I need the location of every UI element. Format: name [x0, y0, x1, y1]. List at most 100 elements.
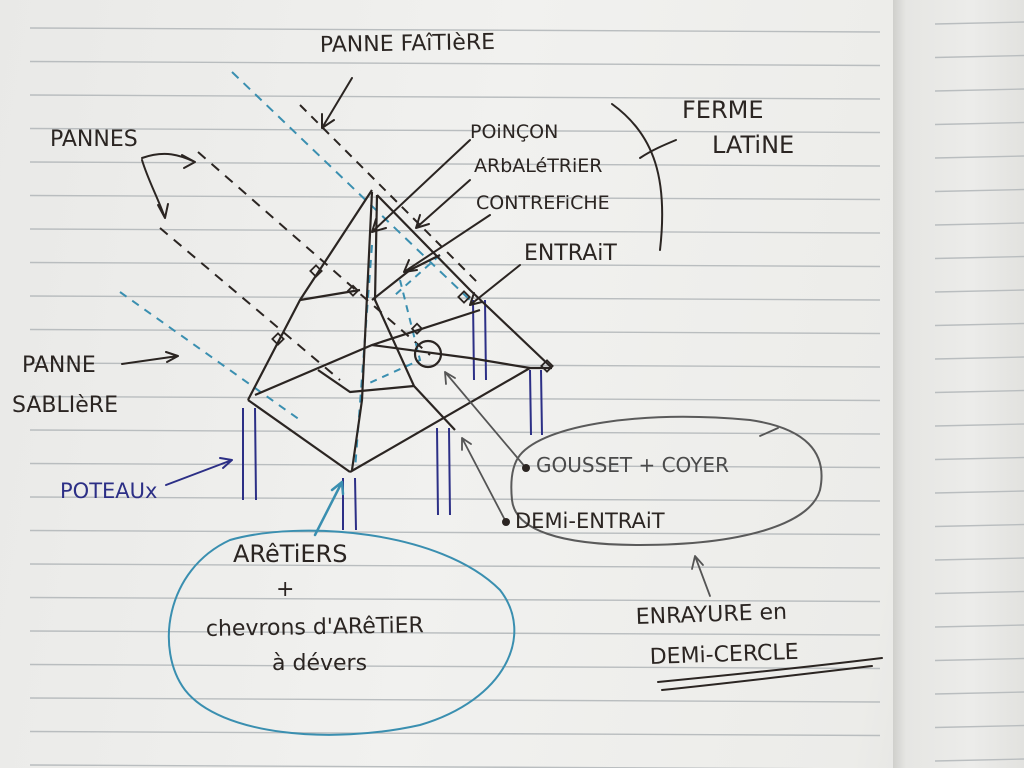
collar-tie — [299, 288, 361, 302]
ruled-line-right — [934, 222, 1024, 226]
post-left — [242, 407, 257, 501]
post-front — [342, 477, 357, 531]
king-post — [350, 191, 374, 471]
post-mid — [436, 427, 451, 516]
ruled-line — [29, 395, 881, 402]
ruled-line-right — [934, 724, 1024, 729]
label-latine: LATiNE — [712, 131, 794, 159]
label-aretiers-plus: + — [276, 577, 294, 602]
arrow-pannes-2 — [141, 159, 169, 219]
ruled-line-right — [934, 21, 1024, 25]
ruled-line — [29, 429, 881, 435]
arrow-contrefiche — [403, 214, 491, 273]
ruled-line-right — [934, 188, 1024, 193]
arrow-poincon — [371, 139, 471, 233]
ruled-line — [29, 328, 881, 335]
label-contrefiche: CONTREFiCHE — [476, 192, 610, 214]
ruled-line — [29, 764, 817, 768]
ruled-line-right — [934, 758, 1024, 762]
ruled-line — [29, 362, 881, 368]
bubble-aretiers — [167, 529, 516, 736]
ruled-line — [29, 27, 881, 33]
ruled-line — [29, 228, 881, 234]
notebook-gutter — [893, 0, 1024, 768]
label-panne-sabliere-2: SABLIèRE — [12, 393, 118, 418]
bubble-tail — [759, 427, 779, 437]
ruled-line-right — [934, 88, 1024, 92]
leader-arrows — [121, 77, 677, 365]
arrow-pannes-1 — [141, 152, 196, 169]
ruled-line — [29, 730, 881, 737]
dot-demi-entrait — [502, 518, 510, 526]
ruled-line-right — [934, 255, 1024, 260]
half-tie-beam — [371, 343, 531, 370]
leader-gousset — [444, 371, 527, 469]
leader-demi-entrait — [461, 437, 507, 523]
post-right — [529, 369, 543, 436]
ruled-line — [29, 194, 881, 201]
wall-plate-front-right — [349, 366, 552, 473]
arrow-poteaux — [165, 457, 233, 486]
label-poteaux: POTEAUx — [60, 479, 157, 503]
label-aretiers: ARêTiERS — [233, 540, 347, 568]
arrow-panne-sabliere — [121, 351, 179, 365]
ruled-line-right — [934, 322, 1024, 327]
label-pannes: PANNES — [50, 127, 138, 152]
ferme-bracket — [611, 103, 664, 251]
arrow-enrayure — [691, 555, 711, 597]
ruled-line-right — [934, 691, 1024, 695]
label-demi-entrait: DEMi-ENTRAiT — [515, 509, 665, 533]
ruled-line — [29, 529, 881, 536]
ruled-line — [29, 295, 881, 301]
ruled-line-right — [934, 456, 1024, 461]
ridge-purlin-line — [231, 71, 471, 301]
purlin-line-1 — [197, 151, 431, 356]
arrow-aretiers — [313, 480, 345, 537]
ruled-line-right — [934, 523, 1024, 528]
enrayure-underline — [657, 657, 883, 691]
structure-markers — [271, 264, 554, 373]
label-arbaletrier: ARbALéTRiER — [474, 155, 603, 177]
ruled-line — [29, 60, 881, 67]
purlin-line-2 — [159, 227, 341, 381]
ruled-line-right — [934, 289, 1024, 293]
ruled-line-right — [934, 590, 1024, 595]
ruled-line-right — [934, 356, 1024, 360]
ruled-line — [29, 630, 881, 636]
label-panne-sabliere-1: PANNE — [22, 353, 96, 378]
ruled-line — [29, 697, 881, 703]
inner-dashed-line — [364, 279, 422, 386]
label-poincon: POiNÇON — [470, 121, 558, 143]
ruled-line-right — [934, 155, 1024, 159]
dashed-purlins — [119, 71, 481, 471]
half-circle-ring — [413, 339, 443, 369]
ruled-lines — [29, 21, 1024, 768]
ruled-line-right — [934, 657, 1024, 662]
ruled-line — [29, 663, 881, 670]
ridge-purlin-line-2 — [299, 104, 481, 286]
label-panne-faitiere: PANNE FAîTIèRE — [320, 30, 496, 58]
label-ferme: FERME — [682, 96, 764, 124]
ruled-line — [29, 596, 881, 603]
arrow-panne-faitiere — [321, 77, 353, 129]
ferme-bracket-tick — [639, 139, 677, 159]
strut — [371, 254, 441, 301]
ruled-line-right — [934, 557, 1024, 561]
label-gousset-coyer: GOUSSET + COYER — [536, 453, 729, 477]
posts — [242, 299, 543, 531]
ruled-line-right — [934, 624, 1024, 628]
ruled-line — [29, 127, 881, 134]
label-enrayure-2: DEMi-CERCLE — [649, 640, 799, 670]
arrow-entrait — [469, 264, 521, 306]
ruled-line-right — [934, 121, 1024, 126]
ruled-line-right — [934, 490, 1024, 494]
ruled-line — [29, 261, 881, 268]
label-chevrons: chevrons d'ARêTiER — [206, 613, 424, 642]
hip-rafter-right — [376, 194, 553, 369]
diagonal-brace — [317, 369, 415, 394]
ruled-line — [29, 462, 881, 469]
label-entrait: ENTRAiT — [524, 241, 617, 266]
ruled-line — [29, 94, 881, 100]
